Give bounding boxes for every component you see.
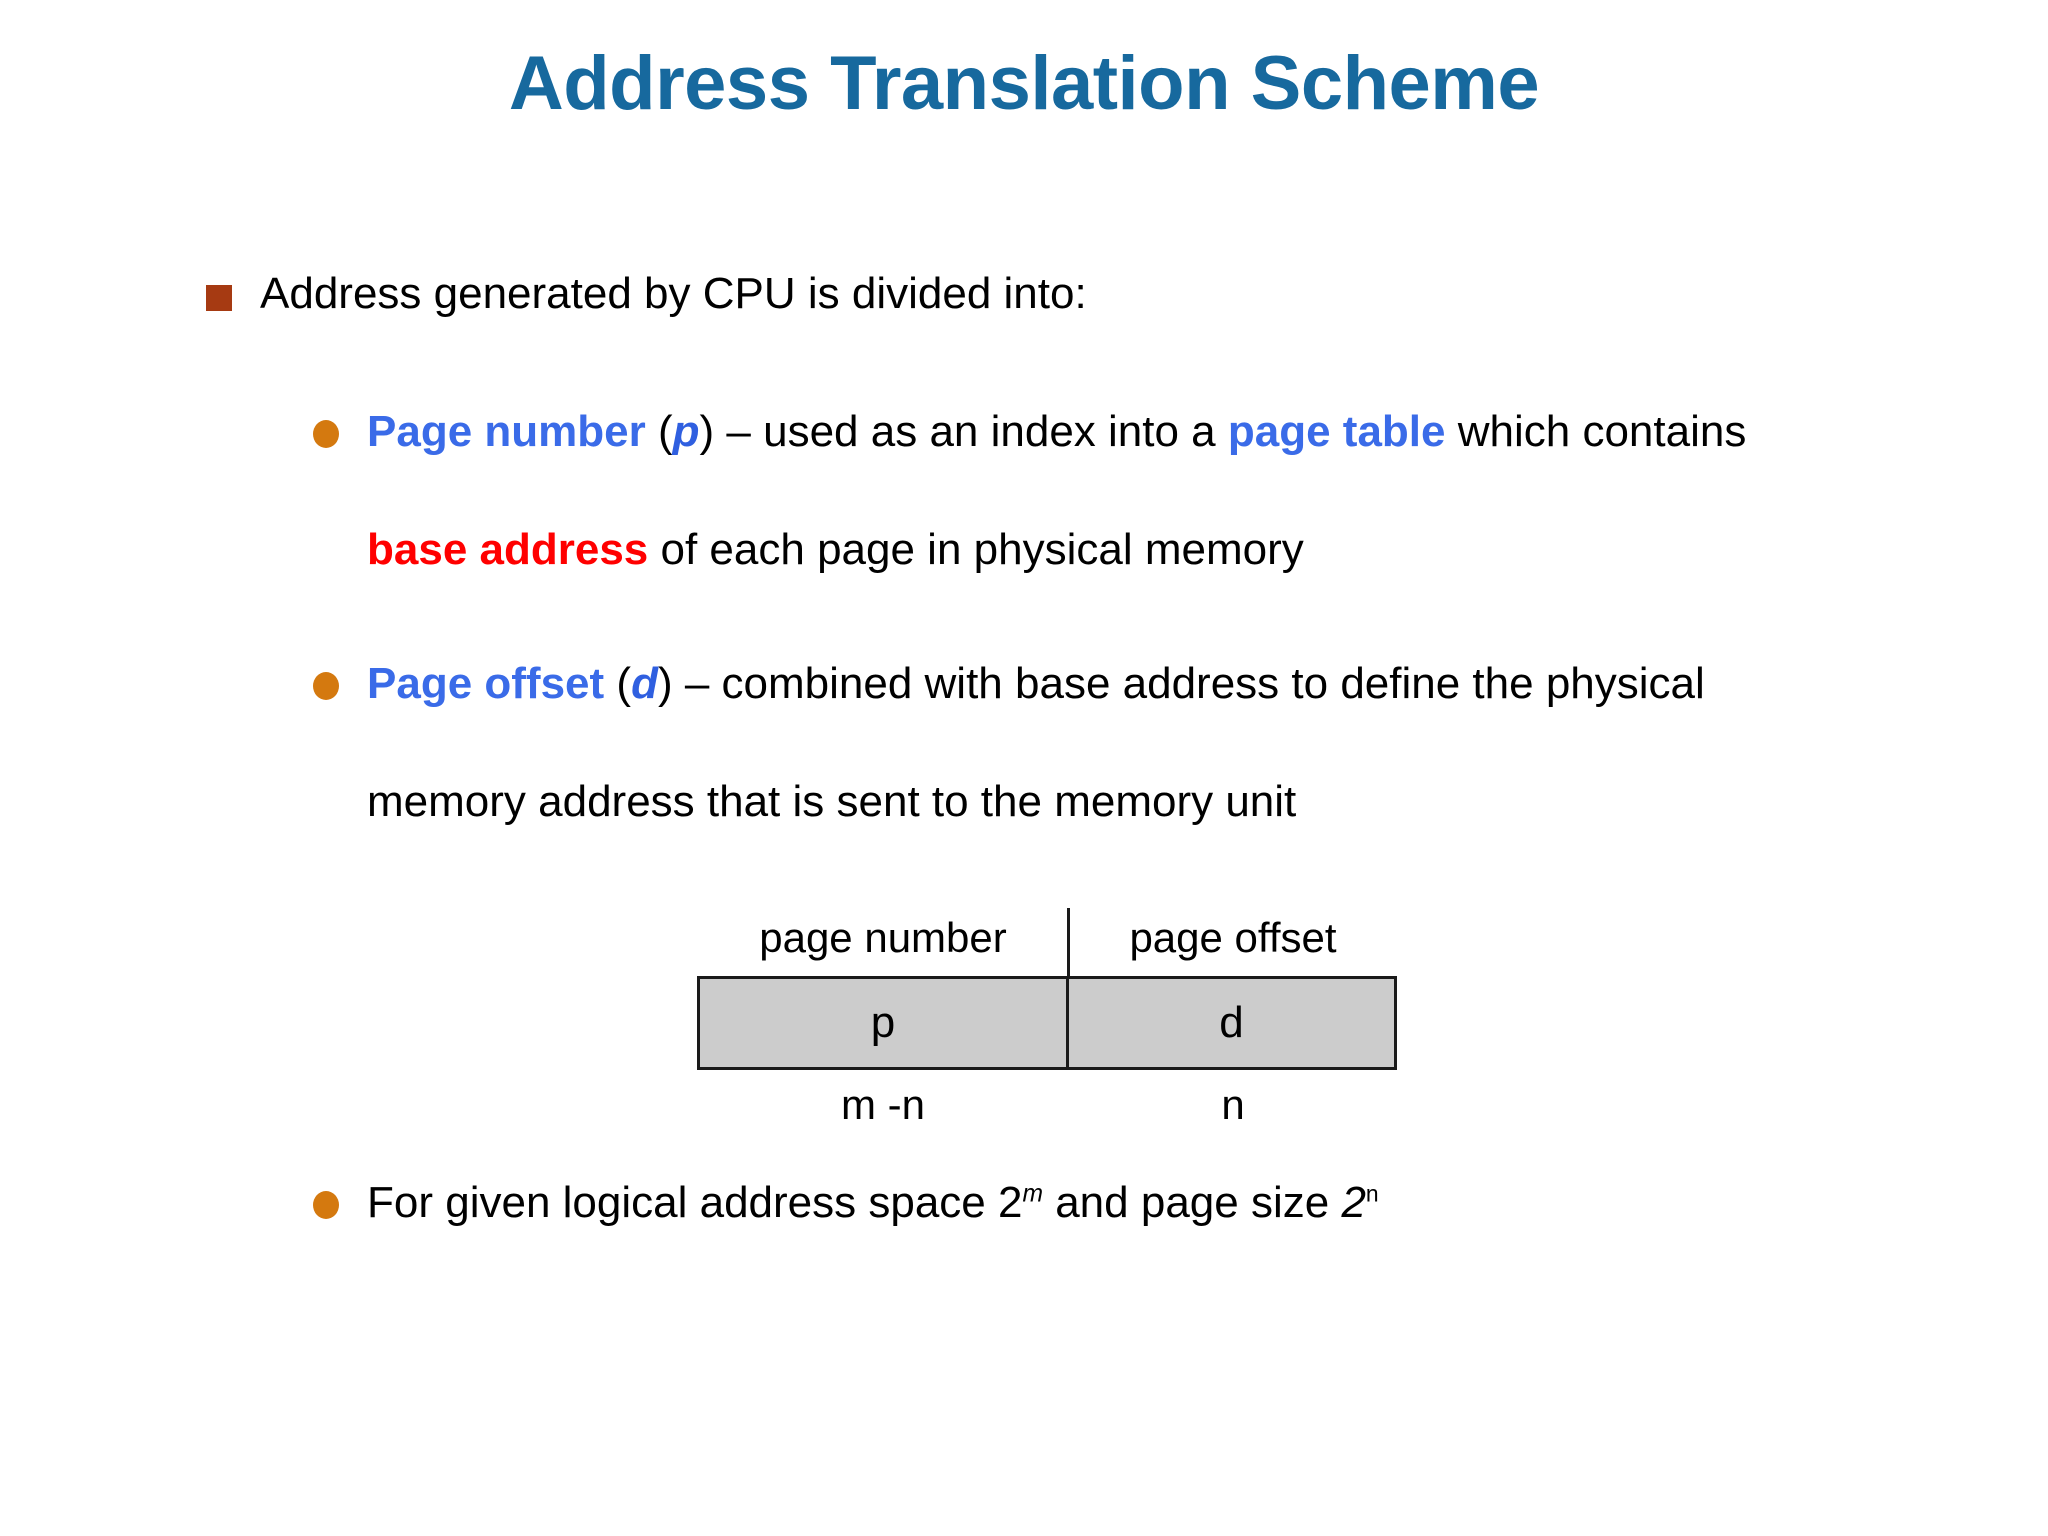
footer-page-number-bits: m -n bbox=[841, 1081, 925, 1128]
keyword-page-number: Page number bbox=[367, 407, 646, 456]
bullet-address-space-label: For given logical address space 2m and p… bbox=[367, 1177, 1379, 1229]
address-diagram-headers: page number page offset bbox=[697, 900, 1397, 976]
square-bullet-icon bbox=[206, 285, 232, 311]
keyword-page-table: page table bbox=[1227, 407, 1446, 456]
page-number-dash-text: – used as an index into a bbox=[714, 407, 1228, 456]
paren-close: ) bbox=[657, 659, 673, 708]
footer-page-offset-bits: n bbox=[1221, 1081, 1245, 1128]
bullet-page-number-line2: base address of each page in physical me… bbox=[367, 524, 1304, 576]
address-space-middle: and page size bbox=[1042, 1178, 1342, 1227]
bullet-intro: Address generated by CPU is divided into… bbox=[206, 268, 1087, 320]
exponent-m: m bbox=[1022, 1180, 1043, 1208]
address-diagram-footers: m -n n bbox=[697, 1070, 1397, 1140]
cell-page-number-value: p bbox=[700, 979, 1069, 1067]
symbol-p: p bbox=[672, 407, 700, 456]
page-size-base: 2 bbox=[1341, 1178, 1366, 1227]
column-divider-tick bbox=[1067, 908, 1070, 976]
bullet-address-space: For given logical address space 2m and p… bbox=[313, 1177, 1379, 1229]
bullet-page-offset: Page offset (d) – combined with base add… bbox=[313, 658, 1705, 710]
circle-bullet-icon bbox=[313, 672, 339, 700]
page-offset-dash-text: – combined with base address to define t… bbox=[672, 659, 1705, 708]
address-space-prefix: For given logical address space 2 bbox=[367, 1178, 1023, 1227]
paren-open: ( bbox=[645, 407, 673, 456]
paren-open: ( bbox=[604, 659, 632, 708]
circle-bullet-icon bbox=[313, 420, 339, 448]
header-page-number: page number bbox=[759, 914, 1007, 961]
bullet-page-number: Page number (p) – used as an index into … bbox=[313, 406, 1746, 458]
bullet-page-offset-line2: memory address that is sent to the memor… bbox=[367, 777, 1297, 826]
exponent-n: n bbox=[1365, 1180, 1379, 1207]
page-number-line2-tail: of each page in physical memory bbox=[648, 525, 1304, 574]
page-title: Address Translation Scheme bbox=[508, 41, 1540, 126]
symbol-d: d bbox=[631, 659, 658, 708]
address-field-box: p d bbox=[697, 976, 1397, 1070]
keyword-base-address: base address bbox=[367, 525, 649, 574]
header-page-offset: page offset bbox=[1129, 914, 1337, 961]
bullet-intro-label: Address generated by CPU is divided into… bbox=[260, 269, 1087, 318]
paren-close: ) bbox=[699, 407, 715, 456]
keyword-page-offset: Page offset bbox=[367, 659, 605, 708]
bullet-page-offset-label: Page offset (d) – combined with base add… bbox=[367, 658, 1705, 710]
cell-page-offset-value: d bbox=[1219, 998, 1244, 1047]
address-layout-diagram: page number page offset p d m -n n bbox=[697, 900, 1397, 1140]
circle-bullet-icon bbox=[313, 1191, 339, 1219]
page-number-tail-text: which contains bbox=[1445, 407, 1747, 456]
bullet-page-number-label: Page number (p) – used as an index into … bbox=[367, 406, 1746, 458]
